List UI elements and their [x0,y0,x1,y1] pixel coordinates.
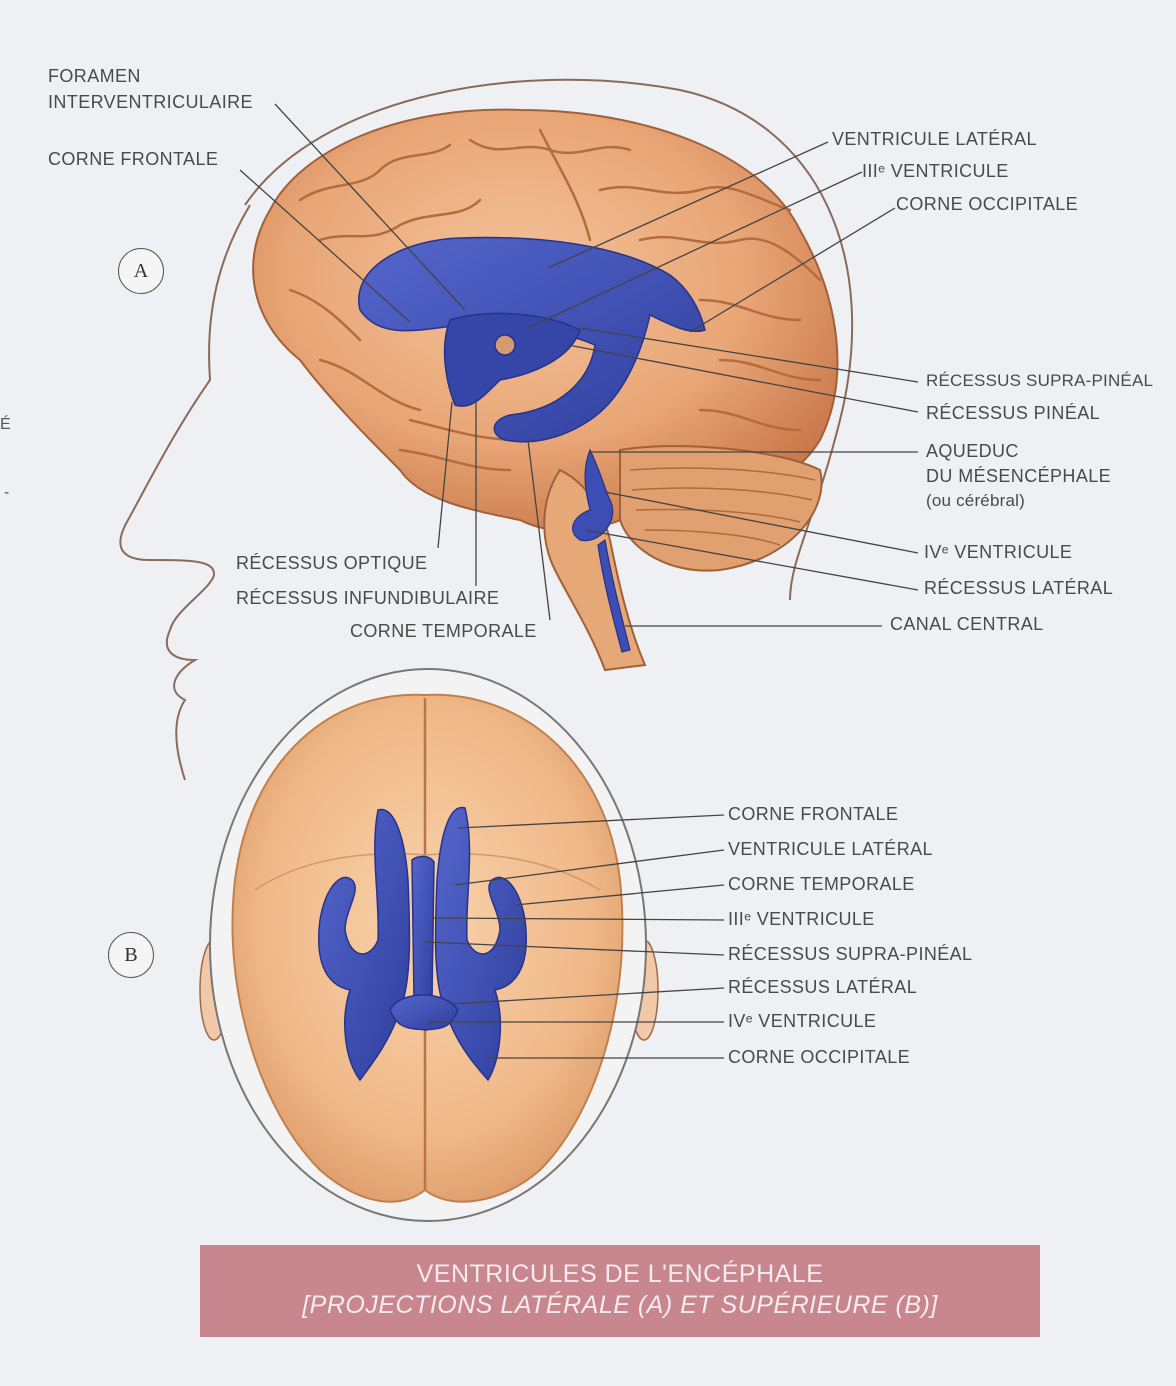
label-recessus-supra-pineal-a: RÉCESSUS SUPRA-PINÉAL [926,371,1154,390]
label-canal-central: CANAL CENTRAL [890,614,1044,634]
label-ventricule-lateral-a: VENTRICULE LATÉRAL [832,129,1037,149]
label-recessus-infundibulaire: RÉCESSUS INFUNDIBULAIRE [236,588,500,608]
label-quatrieme-ventricule-a: IVᵉ VENTRICULE [924,542,1073,562]
label-b-recessus-supra-pineal: RÉCESSUS SUPRA-PINÉAL [728,944,973,964]
interthalamic-adhesion [494,334,516,356]
label-b-ventricule-lateral: VENTRICULE LATÉRAL [728,839,933,859]
third-ventricle-a [443,312,581,407]
leader-lines-a [239,103,919,627]
edge-mark-1: É [0,416,11,433]
label-recessus-optique: RÉCESSUS OPTIQUE [236,553,428,573]
label-troisieme-ventricule-a: IIIᵉ VENTRICULE [862,161,1009,181]
caption-subtitle: [PROJECTIONS LATÉRALE (A) ET SUPÉRIEURE … [302,1291,938,1319]
view-a-badge: A [118,248,164,294]
edge-mark-2: - [4,484,10,501]
label-aqueduc-line2: DU MÉSENCÉPHALE [926,466,1112,486]
ventricles-top [318,806,527,1082]
leader-lines-b [424,814,725,1059]
label-b-corne-temporale: CORNE TEMPORALE [728,874,915,894]
label-recessus-lateral-a: RÉCESSUS LATÉRAL [924,578,1114,598]
label-b-corne-frontale: CORNE FRONTALE [728,804,899,824]
label-aqueduc-line1: AQUEDUC [926,441,1019,461]
label-corne-occipitale-a: CORNE OCCIPITALE [896,194,1079,214]
label-corne-temporale-a: CORNE TEMPORALE [350,621,537,641]
label-aqueduc-line3: (ou cérébral) [926,491,1025,510]
label-b-corne-occipitale: CORNE OCCIPITALE [728,1047,911,1067]
label-foramen-line1: FORAMEN [48,66,141,86]
fourth-ventricle-a [572,448,631,653]
label-b-recessus-lateral: RÉCESSUS LATÉRAL [728,977,918,997]
caption-band: VENTRICULES DE L'ENCÉPHALE [PROJECTIONS … [200,1245,1040,1337]
label-corne-frontale-a: CORNE FRONTALE [48,149,219,169]
view-b-badge: B [108,932,154,978]
cerebellum [619,445,823,572]
label-b-troisieme-ventricule: IIIᵉ VENTRICULE [728,909,875,929]
gyri [288,128,822,472]
label-recessus-pineal-a: RÉCESSUS PINÉAL [926,403,1101,423]
caption-title: VENTRICULES DE L'ENCÉPHALE [416,1260,824,1288]
label-b-quatrieme-ventricule: IVᵉ VENTRICULE [728,1011,877,1031]
cerebellum-folia [629,467,816,546]
label-foramen-line2: INTERVENTRICULAIRE [48,92,253,112]
